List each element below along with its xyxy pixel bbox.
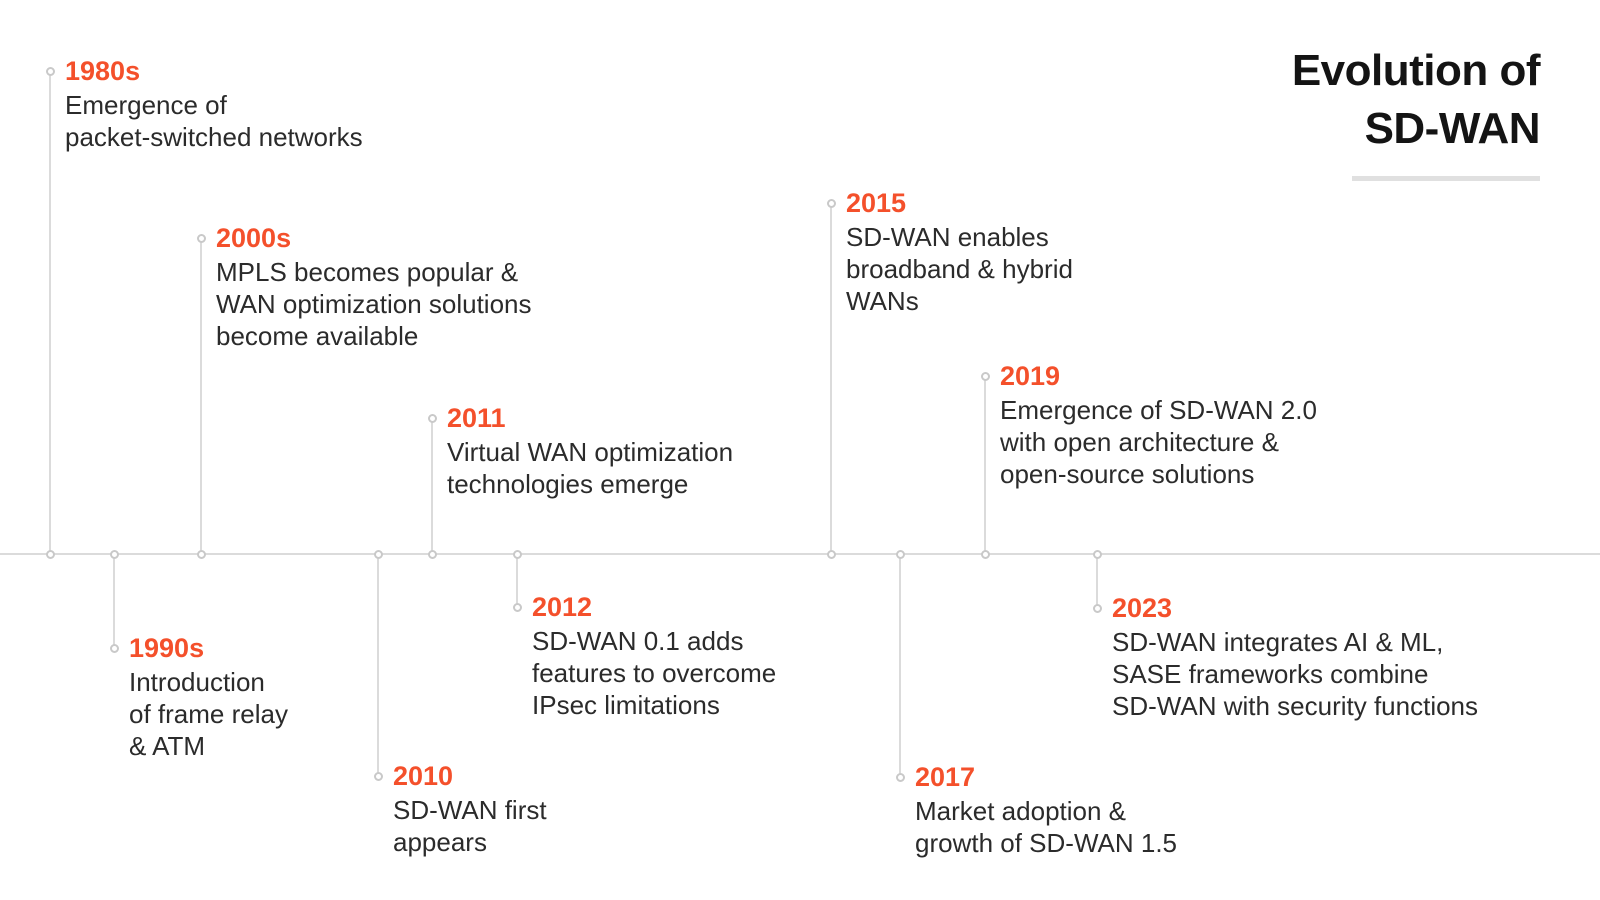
event-stem-2019 — [984, 376, 986, 554]
event-description-line: open-source solutions — [1000, 459, 1255, 489]
event-axis-dot-2023 — [1092, 549, 1102, 559]
event-description-2023: SD-WAN integrates AI & ML,SASE framework… — [1112, 626, 1478, 722]
event-description-line: appears — [393, 827, 487, 857]
event-stem-2023 — [1096, 554, 1098, 608]
event-year-2000s: 2000s — [216, 223, 292, 253]
event-stem-2000s — [200, 238, 202, 554]
event-description-line: with open architecture & — [1000, 427, 1279, 457]
timeline-axis — [0, 553, 1600, 555]
event-stem-2015 — [830, 203, 832, 554]
event-description-line: broadband & hybrid — [846, 254, 1073, 284]
event-year-2010: 2010 — [393, 761, 454, 791]
event-description-line: packet-switched networks — [65, 122, 363, 152]
event-stem-2012 — [516, 554, 518, 607]
event-axis-dot-2017 — [895, 549, 905, 559]
event-stem-1990s — [113, 554, 115, 648]
event-anchor-dot-2012 — [512, 602, 522, 612]
event-year-2011: 2011 — [447, 403, 506, 433]
event-stem-2011 — [431, 418, 433, 554]
event-description-line: SD-WAN enables — [846, 222, 1049, 252]
event-description-line: SD-WAN first — [393, 795, 547, 825]
event-year-2015: 2015 — [846, 188, 907, 218]
event-anchor-dot-2023 — [1092, 603, 1102, 613]
page-title: Evolution of SD-WAN — [1291, 42, 1541, 158]
event-year-1990s: 1990s — [129, 633, 205, 663]
event-description-line: technologies emerge — [447, 469, 689, 499]
page-title-line2: SD-WAN — [1364, 104, 1541, 153]
event-axis-dot-2011 — [427, 549, 437, 559]
event-anchor-dot-1990s — [109, 643, 119, 653]
event-description-line: SD-WAN with security functions — [1112, 691, 1479, 721]
event-description-line: & ATM — [129, 731, 206, 761]
event-anchor-dot-2015 — [826, 198, 836, 208]
event-description-line: IPsec limitations — [532, 690, 720, 720]
event-axis-dot-2000s — [196, 549, 206, 559]
event-description-line: WAN optimization solutions — [216, 289, 532, 319]
event-description-line: Virtual WAN optimization — [447, 437, 734, 467]
event-description-line: SD-WAN integrates AI & ML, — [1112, 627, 1444, 657]
event-year-2012: 2012 — [532, 592, 593, 622]
event-description-line: Introduction — [129, 667, 265, 697]
event-axis-dot-1980s — [45, 549, 55, 559]
event-anchor-dot-1980s — [45, 66, 55, 76]
event-description-line: Market adoption & — [915, 796, 1127, 826]
event-description-line: Emergence of SD-WAN 2.0 — [1000, 395, 1317, 425]
event-year-2017: 2017 — [915, 762, 976, 792]
event-description-line: Emergence of — [65, 90, 227, 120]
title-underline-bar — [1352, 176, 1540, 181]
event-axis-dot-2019 — [980, 549, 990, 559]
event-axis-dot-1990s — [109, 549, 119, 559]
event-year-2023: 2023 — [1112, 593, 1173, 623]
event-axis-dot-2010 — [373, 549, 383, 559]
event-year-2019: 2019 — [1000, 361, 1061, 391]
event-year-1980s: 1980s — [65, 56, 141, 86]
event-description-line: growth of SD-WAN 1.5 — [915, 828, 1178, 858]
event-anchor-dot-2019 — [980, 371, 990, 381]
event-description-line: SD-WAN 0.1 adds — [532, 626, 744, 656]
event-description-line: become available — [216, 321, 419, 351]
event-description-line: MPLS becomes popular & — [216, 257, 519, 287]
event-anchor-dot-2000s — [196, 233, 206, 243]
event-description-line: features to overcome — [532, 658, 777, 688]
event-description-line: WANs — [846, 286, 919, 316]
event-anchor-dot-2010 — [373, 771, 383, 781]
event-anchor-dot-2011 — [427, 413, 437, 423]
event-description-2000s: MPLS becomes popular &WAN optimization s… — [216, 256, 532, 352]
event-stem-2010 — [377, 554, 379, 776]
event-anchor-dot-2017 — [895, 772, 905, 782]
event-stem-2017 — [899, 554, 901, 777]
event-axis-dot-2012 — [512, 549, 522, 559]
event-description-2017: Market adoption &growth of SD-WAN 1.5 — [915, 795, 1177, 859]
event-description-line: of frame relay — [129, 699, 288, 729]
event-axis-dot-2015 — [826, 549, 836, 559]
event-description-line: SASE frameworks combine — [1112, 659, 1429, 689]
event-stem-1980s — [49, 71, 51, 554]
page-title-line1: Evolution of — [1291, 46, 1541, 95]
